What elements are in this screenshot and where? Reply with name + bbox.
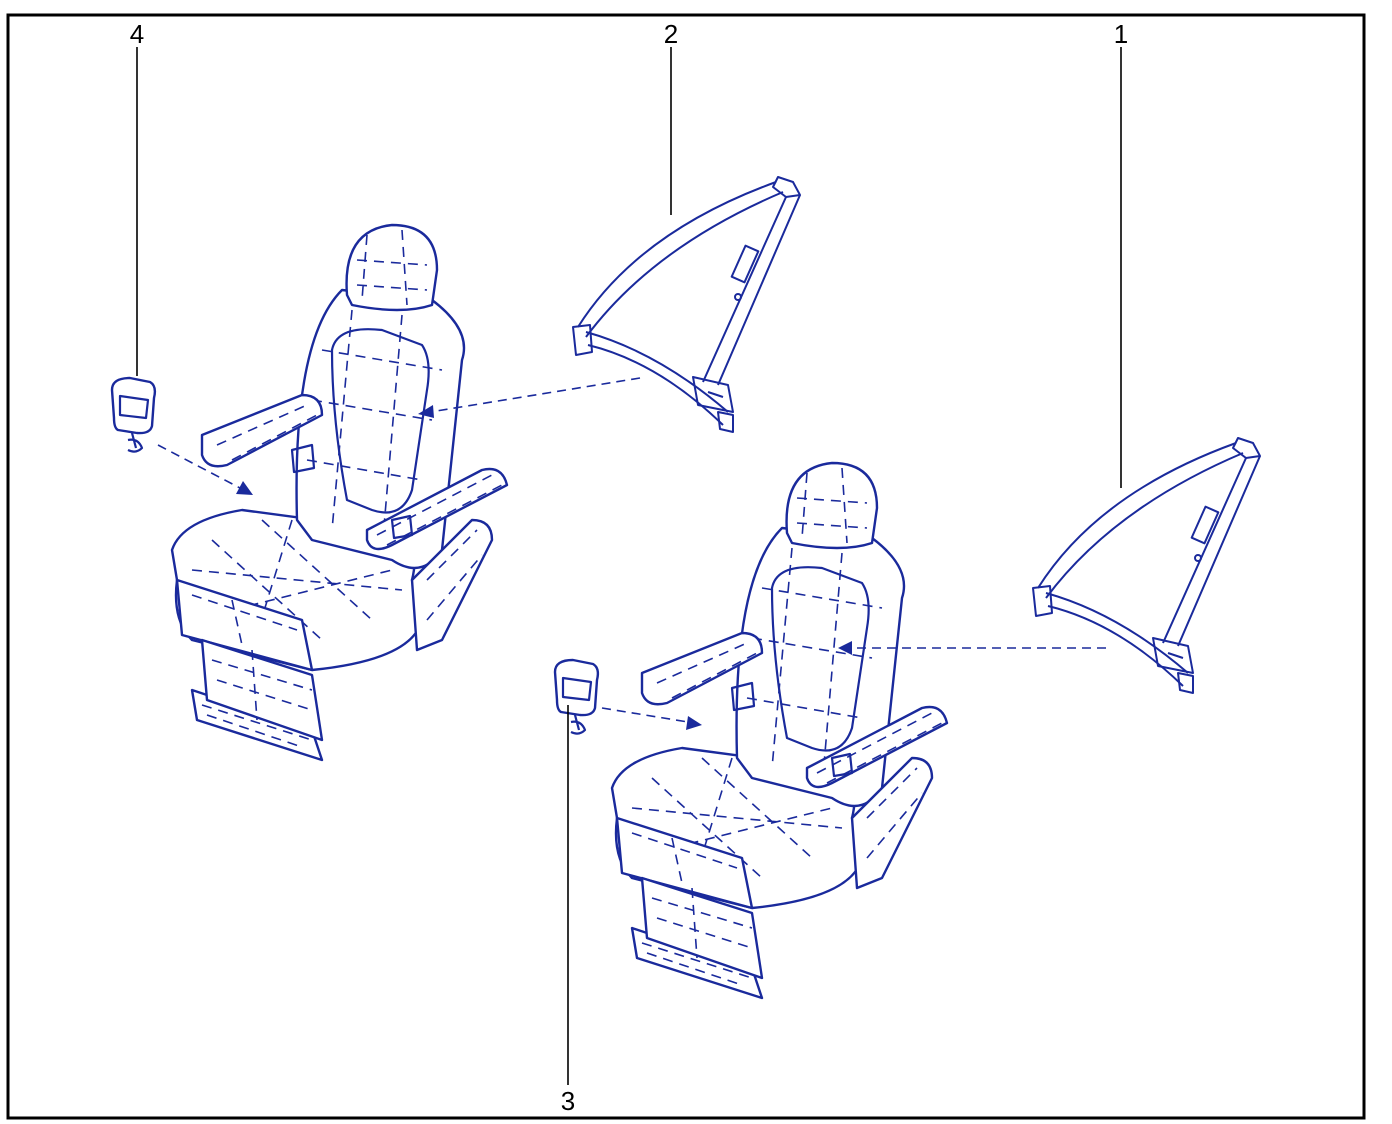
arrow-belt-2-to-seat-left	[429, 377, 641, 413]
seat-left	[170, 223, 509, 762]
callout-item-4: 4	[130, 19, 144, 49]
callout-item-2: 2	[664, 19, 678, 49]
assembly-arrows	[157, 377, 1106, 730]
seat-belt-buckle-item-4	[110, 376, 157, 453]
callout-item-1: 1	[1114, 19, 1128, 49]
arrow-buckle-4-to-seat-left	[157, 444, 241, 489]
arrow-buckle-3-to-seat-right	[601, 707, 689, 723]
seat-belt-assembly-item-2	[572, 176, 801, 433]
arrow-head-belt-2	[418, 405, 434, 418]
callout-item-3: 3	[561, 1086, 575, 1116]
arrow-head-buckle-3	[686, 716, 702, 730]
arrow-head-buckle-4	[236, 481, 253, 495]
seat-belt-assembly-item-1	[1032, 437, 1261, 694]
diagram-frame	[6, 13, 1366, 1120]
arrow-head-belt-1	[838, 641, 852, 655]
seat-belt-buckle-item-3	[553, 658, 600, 735]
seat-right	[610, 461, 949, 1000]
